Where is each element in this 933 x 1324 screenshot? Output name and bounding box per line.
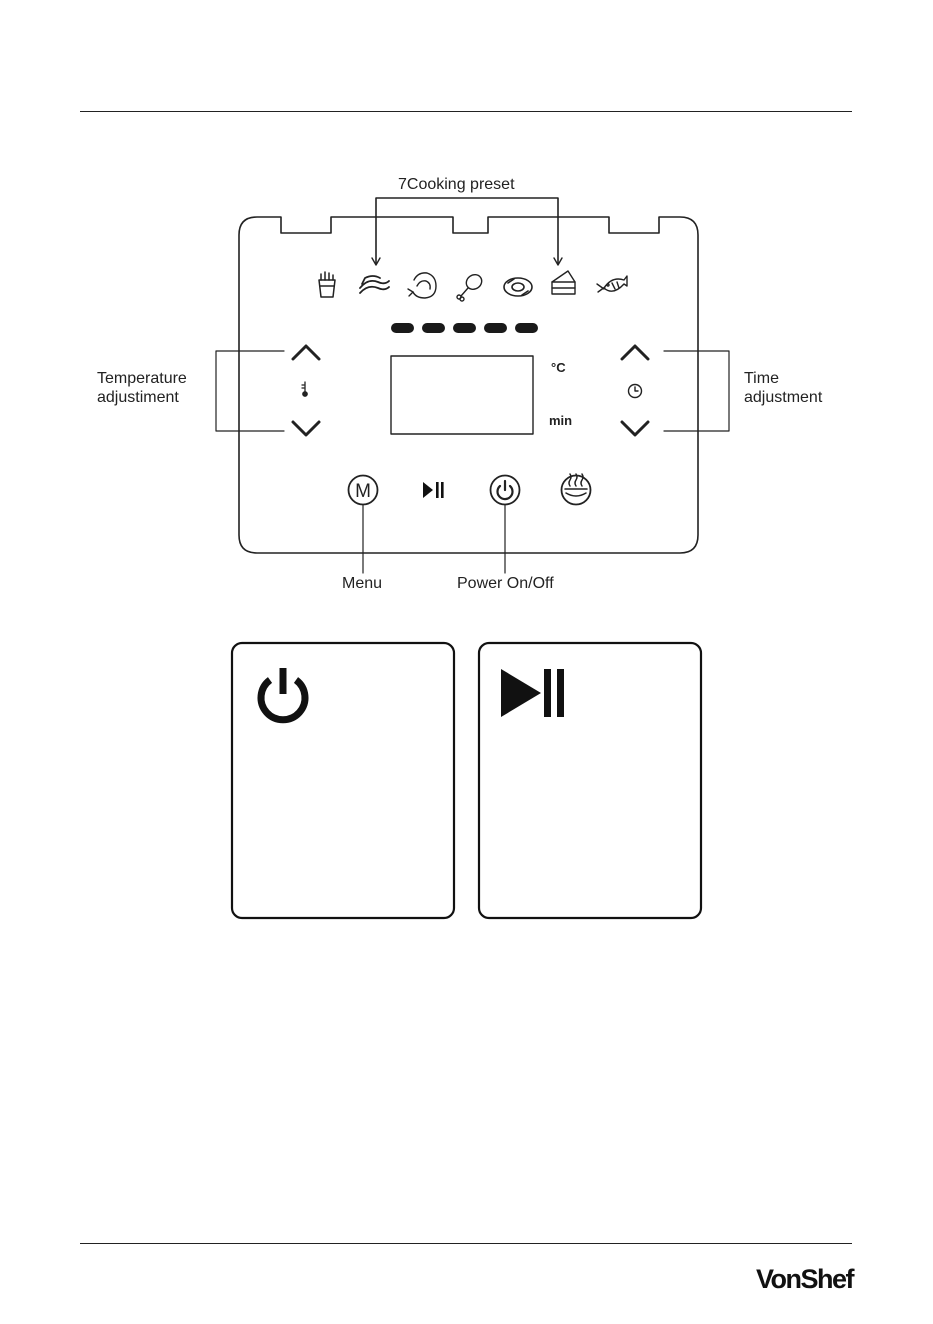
callout-temperature: Temperature adjustiment [97,369,187,407]
steak-icon [504,278,532,296]
callout-menu: Menu [342,574,382,593]
cake-icon [552,271,575,294]
callout-cooking-presets: 7Cooking preset [398,175,515,194]
control-panel-diagram: °C min M [0,0,933,620]
thermometer-icon [302,382,307,396]
temp-down-arrow [293,422,319,435]
unit-celsius: °C [551,360,566,375]
display-screen [391,356,533,434]
clock-icon [629,385,642,398]
fries-icon [319,272,335,297]
unit-minutes: min [549,413,572,428]
bacon-icon [360,276,389,293]
time-down-arrow [622,422,648,435]
menu-button-label: M [355,481,371,502]
time-up-arrow [622,346,648,359]
power-icon [491,476,520,505]
time-bracket [664,351,729,431]
brand-logo: VonShef [756,1264,853,1295]
indicator-leds [391,323,538,333]
play-pause-icon [501,669,564,717]
fish-icon [597,276,627,292]
footer-rule [80,1243,852,1244]
drumstick-icon [457,272,485,301]
temp-up-arrow [293,346,319,359]
callout-time: Time adjustment [744,369,822,407]
temp-bracket [216,351,284,431]
play-pause-icon [423,482,444,498]
detail-boxes [0,630,933,930]
keep-warm-icon [562,474,591,505]
callout-power: Power On/Off [457,574,554,593]
panel-outline [239,217,698,553]
preset-bracket [376,198,558,264]
shrimp-icon [408,273,436,298]
power-icon [261,668,305,720]
